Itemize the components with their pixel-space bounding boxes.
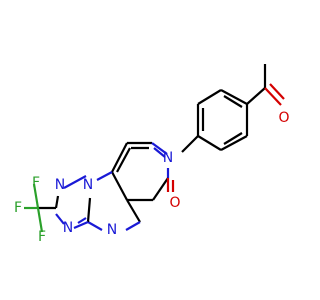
acetyl-group [246,64,285,106]
structure-svg: N O O N N N N F F F [14,64,290,245]
molecule-diagram: N O O N N N N F F F [14,64,290,245]
pyrimidine-ring [86,171,141,231]
n-aryl-bond [181,135,199,153]
atom-f3: F [38,229,46,245]
atom-n-pyridinone: N [163,150,173,166]
triazole-ring [54,175,89,230]
trifluoromethyl-group [24,183,56,233]
phenyl-ring [196,89,249,151]
atom-n-triazole-2: N [63,220,73,236]
atom-f2: F [14,200,22,216]
atom-n-triazole-1: N [55,177,65,193]
atom-f1: F [32,175,40,191]
atom-o-lactam: O [169,195,180,211]
pyridinone-ring [111,141,170,202]
atom-o-ketone: O [278,110,289,126]
atom-n-bridgehead: N [83,177,93,193]
atom-n-pyrimidine: N [107,222,117,238]
